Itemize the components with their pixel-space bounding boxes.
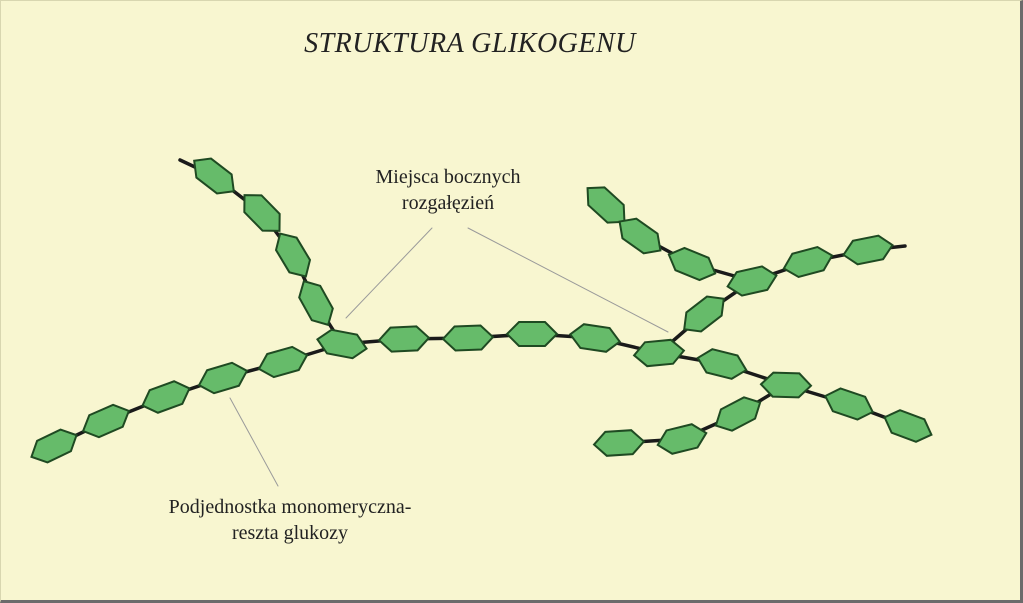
glucose-hexagon <box>197 361 249 395</box>
glucose-hexagon <box>683 295 725 333</box>
glucose-hexagon <box>667 246 717 282</box>
glucose-unit <box>632 338 686 368</box>
glucose-hexagon <box>759 371 813 399</box>
glucose-hexagon <box>193 157 235 195</box>
branch-points-label-line1: Miejsca bocznych <box>375 166 521 188</box>
glucose-unit <box>883 409 933 443</box>
glucose-unit <box>316 328 368 360</box>
glucose-unit <box>696 348 748 380</box>
glucose-unit <box>193 157 235 195</box>
glucose-hexagon <box>632 338 686 368</box>
glucose-unit <box>30 428 78 464</box>
glucose-unit <box>257 345 309 379</box>
monomer-label: Podjednostka monomeryczna- reszta glukoz… <box>100 494 480 546</box>
glucose-unit <box>505 321 559 347</box>
pointer-line <box>467 227 669 333</box>
glucose-hexagon <box>141 380 191 414</box>
glucose-hexagon <box>441 324 495 352</box>
glucose-hexagon <box>592 429 646 457</box>
diagram-title: STRUKTURA GLIKOGENU <box>304 28 636 59</box>
glucose-hexagon <box>243 194 281 232</box>
glucose-hexagon <box>257 345 309 379</box>
glucose-hexagon <box>505 321 559 347</box>
glucose-hexagon <box>823 387 875 421</box>
glucose-hexagon <box>618 217 662 255</box>
glucose-hexagon <box>782 245 834 279</box>
glucose-unit <box>823 387 875 421</box>
pointer-line <box>345 227 433 319</box>
branch-points-label-line2: rozgałęzień <box>401 192 495 214</box>
glucose-hexagon <box>81 403 131 439</box>
glucose-hexagon <box>883 409 933 443</box>
glucose-hexagon <box>726 265 778 297</box>
glucose-unit <box>842 234 894 266</box>
pointer-line <box>229 397 279 487</box>
glucose-hexagon <box>30 428 78 464</box>
glucose-unit <box>759 371 813 399</box>
glucose-unit <box>243 194 281 232</box>
monomer-label-line2: reszta glukozy <box>231 522 349 544</box>
glucose-hexagon <box>714 396 762 432</box>
glucose-unit <box>618 217 662 255</box>
glucose-hexagon <box>316 328 368 360</box>
glucose-hexagon <box>377 325 431 353</box>
glucose-unit <box>782 245 834 279</box>
glucose-unit <box>714 396 762 432</box>
glucose-hexagon <box>656 423 708 455</box>
glucose-hexagon <box>298 279 334 327</box>
monomer-label-line1: Podjednostka monomeryczna- <box>168 496 412 518</box>
glucose-hexagon <box>696 348 748 380</box>
glucose-unit <box>377 325 431 353</box>
glucose-unit <box>298 279 334 327</box>
glucose-unit <box>441 324 495 352</box>
glucose-unit <box>141 380 191 414</box>
glucose-unit <box>274 232 312 278</box>
glucose-unit <box>656 423 708 455</box>
glucose-hexagon <box>842 234 894 266</box>
glucose-unit <box>592 429 646 457</box>
glucose-hexagon <box>274 232 312 278</box>
glucose-unit <box>683 295 725 333</box>
glucose-hexagon <box>568 323 622 353</box>
glucose-unit <box>197 361 249 395</box>
glucose-unit <box>726 265 778 297</box>
glucose-unit <box>81 403 131 439</box>
glucose-unit <box>568 323 622 353</box>
branch-points-label: Miejsca bocznych rozgałęzień <box>318 164 578 216</box>
glucose-unit <box>667 246 717 282</box>
